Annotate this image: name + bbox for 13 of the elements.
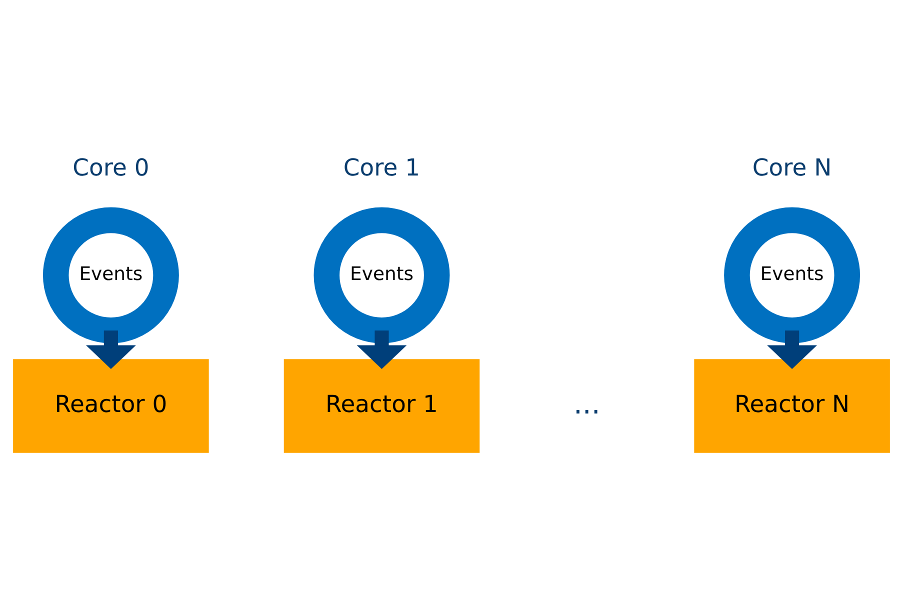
node-box: Reactor 1 xyxy=(284,359,480,453)
node-circle: Events xyxy=(42,207,179,344)
node-label: Core 1 xyxy=(343,154,420,182)
node-box: Reactor N xyxy=(694,359,890,453)
node-circle: Events xyxy=(314,207,450,344)
node-label: Core N xyxy=(752,154,832,182)
label: ... xyxy=(573,387,600,420)
node-box: Reactor 0 xyxy=(13,359,209,453)
arrow xyxy=(767,330,818,370)
arrow xyxy=(86,330,136,370)
node-label: Core 0 xyxy=(72,154,150,182)
node-circle: Events xyxy=(724,207,860,344)
arrow xyxy=(356,330,407,370)
